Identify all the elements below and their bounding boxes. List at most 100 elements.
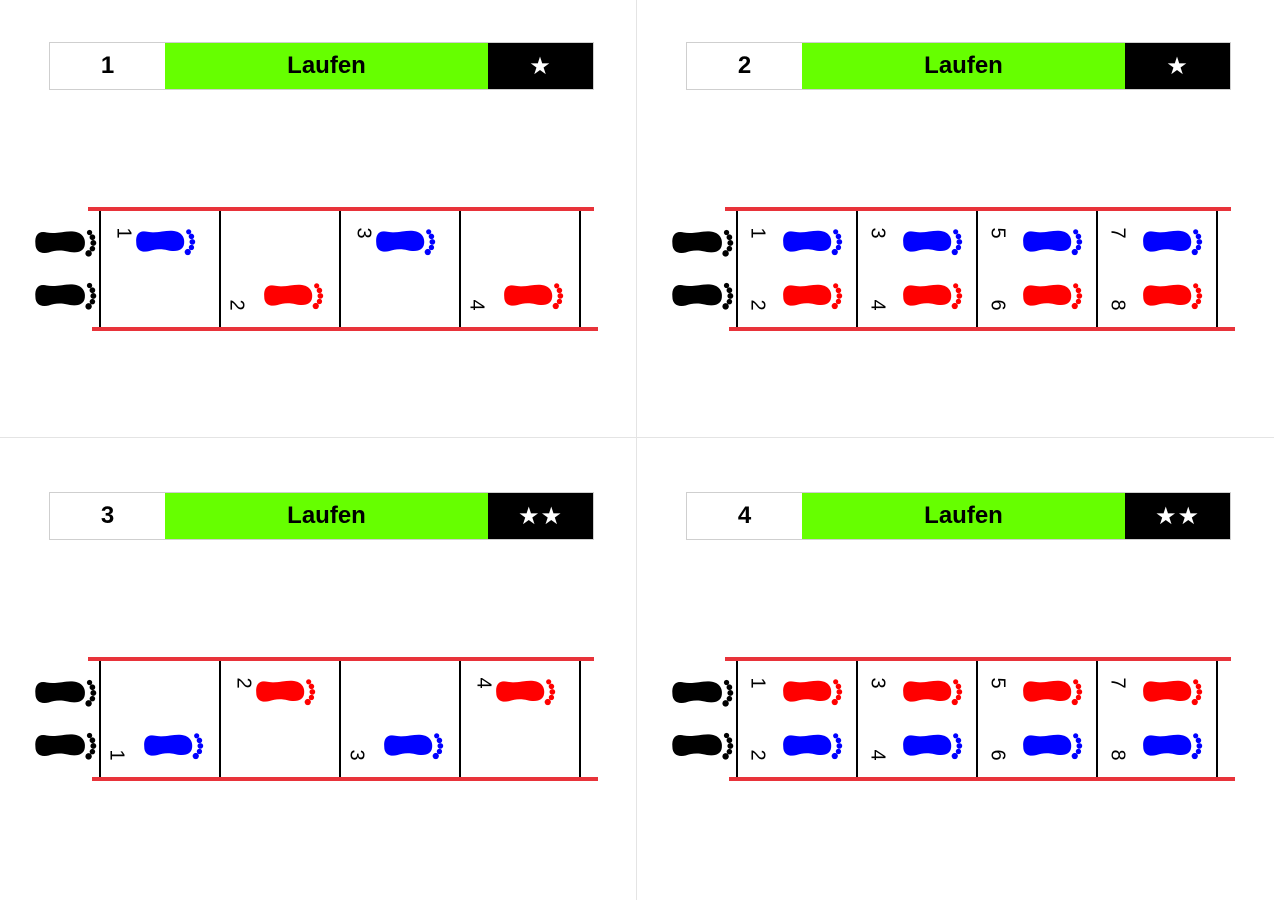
toe — [723, 679, 730, 686]
toe — [1191, 248, 1198, 256]
red-footprint-icon — [1143, 679, 1203, 706]
footprint-sole — [903, 230, 952, 252]
toe — [722, 753, 729, 760]
footprint-sole — [1143, 230, 1192, 252]
toe — [434, 733, 440, 739]
red-footprint-icon — [903, 283, 963, 310]
toe — [723, 282, 730, 289]
toe — [1196, 743, 1203, 749]
toe — [89, 287, 96, 294]
toe — [833, 229, 839, 235]
toe — [723, 732, 730, 739]
toe — [956, 689, 963, 695]
step-number-label: 4 — [466, 299, 488, 310]
footprint-sole — [136, 230, 185, 252]
step-number-label: 8 — [1107, 749, 1129, 760]
toe — [436, 737, 443, 744]
toe — [1195, 748, 1202, 755]
step-number-label: 2 — [233, 677, 255, 688]
toe — [429, 239, 436, 245]
toe — [308, 694, 315, 701]
toe — [835, 233, 842, 240]
footprint-sole — [672, 284, 722, 307]
toe — [85, 700, 92, 707]
footprint-sole — [1143, 680, 1192, 702]
footprint-sole — [144, 734, 193, 756]
toe — [727, 690, 734, 696]
red-footprint-icon — [504, 283, 564, 310]
start-foot-icon — [35, 679, 97, 707]
toe — [1073, 283, 1079, 289]
toe — [1195, 694, 1202, 701]
toe — [1196, 689, 1203, 695]
toe — [548, 694, 555, 701]
footprint-sole — [672, 681, 722, 704]
step-number-label: 8 — [1107, 299, 1129, 310]
toe — [424, 248, 431, 256]
toe — [86, 282, 93, 289]
footprint-sole — [35, 734, 85, 757]
toe — [89, 245, 96, 252]
step-number-label: 3 — [346, 749, 368, 760]
toe — [953, 283, 959, 289]
toe — [1193, 679, 1199, 685]
step-number-label: 1 — [747, 227, 769, 238]
card-header: 2 Laufen ★ — [686, 42, 1231, 90]
red-footprint-icon — [1143, 283, 1203, 310]
step-number-label: 6 — [987, 749, 1009, 760]
toe — [548, 683, 555, 690]
start-foot-icon — [672, 732, 734, 760]
toe — [192, 752, 199, 760]
footprint-sole — [903, 680, 952, 702]
toe — [831, 698, 838, 706]
toe — [557, 293, 564, 299]
toe — [726, 245, 733, 252]
footprint-sole — [256, 680, 305, 702]
toe — [955, 287, 962, 294]
footprint-sole — [672, 231, 722, 254]
card-number: 2 — [687, 43, 802, 89]
toe — [89, 684, 96, 691]
footprint-sole — [35, 284, 85, 307]
blue-footprint-icon — [783, 229, 843, 256]
blue-footprint-icon — [1023, 733, 1083, 760]
toe — [955, 737, 962, 744]
toe — [833, 283, 839, 289]
toe — [953, 733, 959, 739]
card-number: 1 — [50, 43, 165, 89]
step-number-label: 1 — [747, 677, 769, 688]
toe — [86, 229, 93, 236]
toe — [1191, 698, 1198, 706]
toe — [544, 698, 551, 706]
toe — [831, 752, 838, 760]
toe — [955, 683, 962, 690]
difficulty-stars: ★ — [488, 43, 593, 89]
footprint-sole — [35, 231, 85, 254]
toe — [1191, 752, 1198, 760]
footprint-sole — [783, 680, 832, 702]
footprint-sole — [384, 734, 433, 756]
toe — [188, 233, 195, 240]
toe — [1193, 733, 1199, 739]
toe — [836, 689, 843, 695]
toe — [833, 733, 839, 739]
start-foot-icon — [672, 282, 734, 310]
toe — [308, 683, 315, 690]
footprint-sole — [1023, 284, 1072, 306]
footprint-sole — [264, 284, 313, 306]
blue-footprint-icon — [1143, 229, 1203, 256]
toe — [835, 748, 842, 755]
toe — [89, 737, 96, 744]
start-foot-icon — [672, 679, 734, 707]
start-foot-icon — [35, 229, 97, 257]
toe — [1195, 287, 1202, 294]
toe — [1076, 293, 1083, 299]
toe — [186, 229, 192, 235]
toe — [546, 679, 552, 685]
toe — [554, 283, 560, 289]
toe — [955, 244, 962, 251]
